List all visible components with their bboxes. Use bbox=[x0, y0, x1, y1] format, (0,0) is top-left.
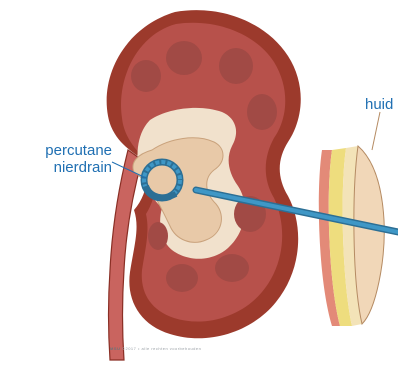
pyramid-2 bbox=[219, 48, 253, 84]
skin-label: huid bbox=[365, 96, 398, 113]
pyramid-6 bbox=[215, 254, 249, 282]
credit-text: ©2017 • alle rechten voorbehouden bbox=[122, 346, 201, 351]
pyramid-3 bbox=[131, 60, 161, 92]
copyright-credit: MSU ©2017 • alle rechten voorbehouden bbox=[110, 346, 320, 351]
leader-line-huid bbox=[372, 112, 380, 150]
skin-section bbox=[319, 146, 384, 326]
drain-label-line2: nierdrain bbox=[2, 159, 112, 176]
pyramid-8 bbox=[148, 222, 168, 250]
drain-label: percutane nierdrain bbox=[2, 142, 112, 176]
pyramid-7 bbox=[166, 264, 198, 292]
pyramid-1 bbox=[166, 41, 202, 75]
pyramid-4 bbox=[247, 94, 277, 130]
skin-epidermis bbox=[354, 146, 384, 324]
credit-brand: MSU bbox=[110, 346, 120, 351]
drain-label-line1: percutane bbox=[2, 142, 112, 159]
